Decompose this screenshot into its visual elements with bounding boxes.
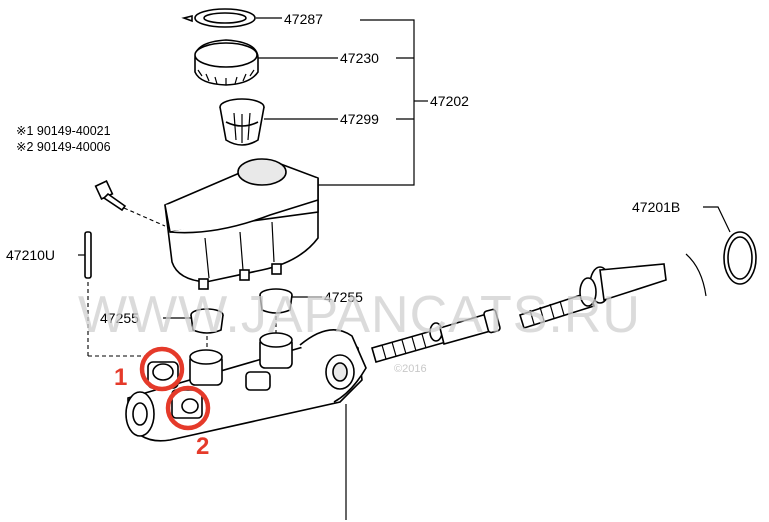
callout-1-number: 1 — [114, 364, 127, 391]
label-47255-left: 47255 — [100, 310, 139, 326]
label-47287: 47287 — [284, 11, 323, 27]
callout-2-number: 2 — [196, 433, 209, 460]
screw-part[interactable] — [94, 180, 166, 227]
label-47299: 47299 — [340, 111, 379, 127]
reservoir-tank-part[interactable] — [164, 158, 319, 290]
grommet-left-part[interactable] — [163, 308, 224, 352]
assembly-bracket-47202 — [318, 19, 428, 186]
master-cylinder-body-part[interactable] — [125, 328, 367, 520]
label-47202: 47202 — [430, 93, 469, 109]
grommet-top-part[interactable] — [259, 288, 322, 340]
callout-1[interactable]: 1 — [114, 346, 185, 392]
note-screw-1: ※1 90149-40021 — [16, 124, 111, 138]
strainer-part[interactable] — [219, 98, 338, 146]
label-47230: 47230 — [340, 50, 379, 66]
watermark-copyright: ©2016 — [394, 363, 427, 375]
note-screw-2: ※2 90149-40006 — [16, 140, 111, 154]
snap-ring-part[interactable] — [685, 206, 757, 297]
label-47201B: 47201B — [632, 199, 680, 215]
label-47255-top: 47255 — [324, 289, 363, 305]
reservoir-cap-part[interactable] — [194, 39, 338, 86]
label-47210U: 47210U — [6, 247, 55, 263]
gasket-part[interactable] — [181, 8, 282, 28]
callout-2[interactable]: 2 — [165, 385, 211, 460]
piston-assembly-part[interactable] — [371, 263, 667, 363]
pin-part[interactable] — [78, 231, 150, 357]
watermark-text: WWW.JAPANCATS.RU — [78, 286, 641, 344]
